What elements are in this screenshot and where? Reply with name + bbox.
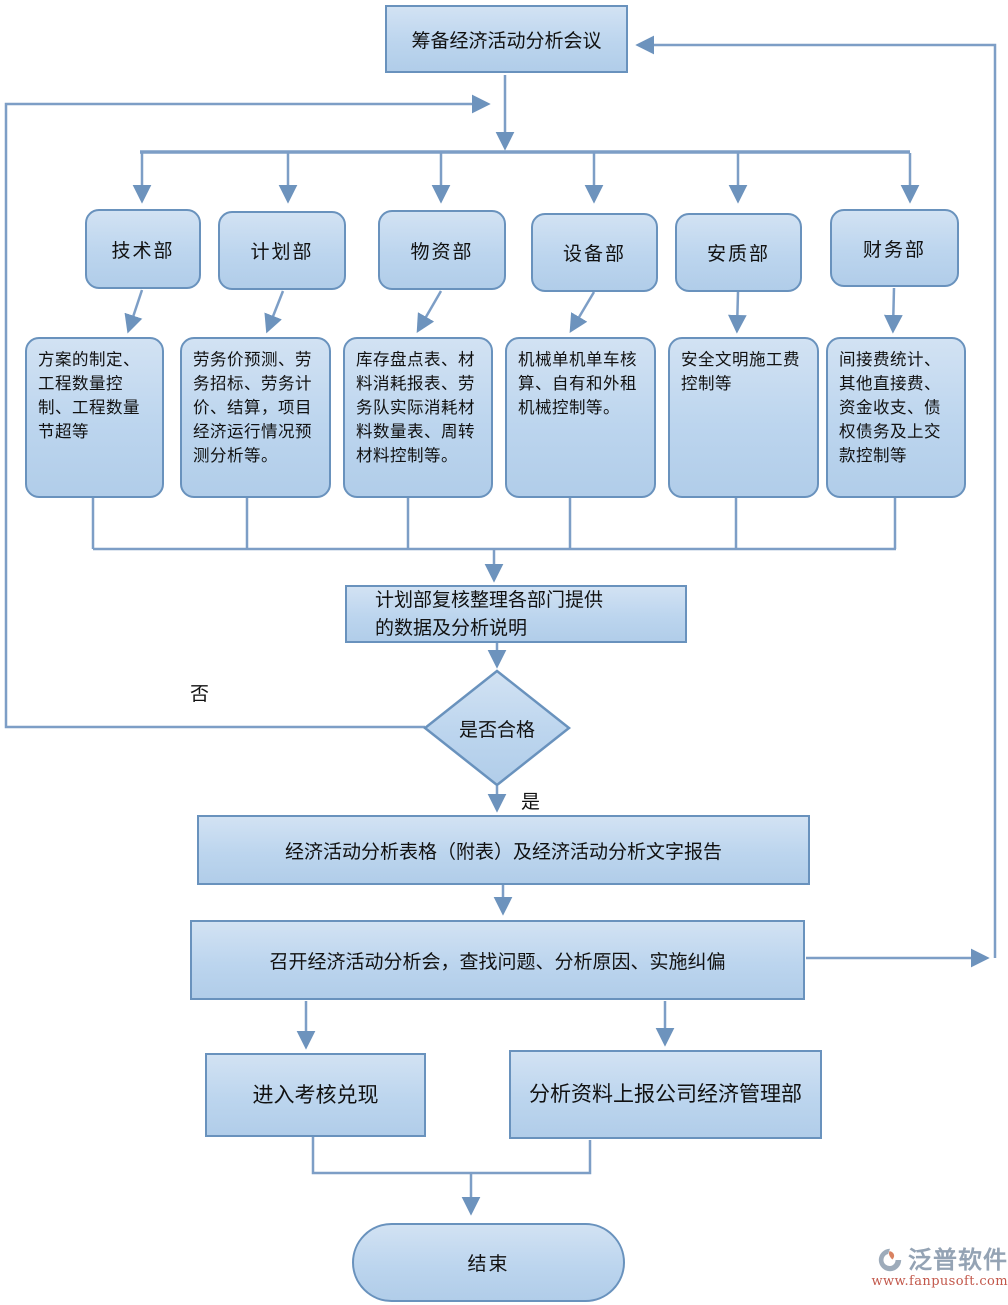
watermark-brand-text: 泛普软件	[908, 1244, 1008, 1274]
node-analysis-report: 经济活动分析表格（附表）及经济活动分析文字报告	[197, 815, 810, 885]
node-task-finance: 间接费统计、其他直接费、资金收支、债权债务及上交款控制等	[826, 337, 966, 498]
node-submit-to-company: 分析资料上报公司经济管理部	[509, 1050, 822, 1139]
prepare-to-departments-arrow	[132, 75, 920, 204]
merge-to-end-connector	[311, 1137, 592, 1216]
node-end-label: 结束	[467, 1253, 510, 1275]
node-assessment-label: 进入考核兑现	[252, 1082, 379, 1107]
node-task-planning: 劳务价预测、劳务招标、劳务计价、结算，项目经济运行情况预测分析等。	[180, 337, 331, 498]
node-dept-safety-quality: 安质部	[675, 213, 802, 292]
node-task-equipment: 机械单机单车核算、自有和外租机械控制等。	[505, 337, 656, 498]
task-materials-text: 库存盘点表、材料消耗报表、劳务队实际消耗材料数量表、周转材料控制等。	[356, 350, 475, 465]
node-dept-planning: 计划部	[218, 211, 346, 290]
node-prepare-meeting: 筹备经济活动分析会议	[385, 5, 628, 73]
meeting-return-loop-line	[635, 35, 997, 968]
task-planning-text: 劳务价预测、劳务招标、劳务计价、结算，项目经济运行情况预测分析等。	[193, 350, 312, 465]
node-task-safety-quality: 安全文明施工费控制等	[668, 337, 819, 498]
node-submit-to-company-label: 分析资料上报公司经济管理部	[529, 1082, 802, 1107]
decision-yes-label: 是	[521, 791, 541, 813]
dept-materials-label: 物资部	[410, 240, 474, 263]
node-task-technology: 方案的制定、工程数量控制、工程数量节超等	[25, 337, 164, 498]
dept-technology-label: 技术部	[111, 239, 175, 262]
node-end: 结束	[352, 1223, 625, 1302]
fanpu-logo-icon	[876, 1246, 904, 1274]
node-analysis-meeting: 召开经济活动分析会，查找问题、分析原因、实施纠偏	[190, 920, 805, 1000]
node-review-data: 计划部复核整理各部门提供的数据及分析说明	[345, 585, 687, 643]
node-assessment: 进入考核兑现	[205, 1053, 426, 1137]
node-prepare-meeting-label: 筹备经济活动分析会议	[411, 29, 602, 52]
node-dept-equipment: 设备部	[531, 213, 658, 292]
watermark-url-text: www.fanpusoft.com	[871, 1274, 1008, 1289]
dept-equipment-label: 设备部	[562, 243, 626, 265]
decision-no-label: 否	[190, 683, 210, 705]
dept-planning-label: 计划部	[250, 241, 314, 263]
node-review-data-label: 计划部复核整理各部门提供的数据及分析说明	[375, 588, 604, 640]
watermark: 泛普软件 www.fanpusoft.com	[852, 1246, 1008, 1289]
decision-label: 是否合格	[458, 718, 535, 741]
node-analysis-meeting-label: 召开经济活动分析会，查找问题、分析原因、实施纠偏	[269, 950, 726, 973]
no-branch-return-line	[4, 94, 491, 729]
node-dept-materials: 物资部	[378, 210, 506, 290]
tasks-to-review-connector	[91, 498, 897, 583]
task-technology-text: 方案的制定、工程数量控制、工程数量节超等	[38, 350, 140, 441]
decision-diamond-shape	[422, 669, 572, 787]
task-safety-quality-text: 安全文明施工费控制等	[681, 350, 800, 393]
task-finance-text: 间接费统计、其他直接费、资金收支、债权债务及上交款控制等	[839, 350, 941, 465]
node-analysis-report-label: 经济活动分析表格（附表）及经济活动分析文字报告	[284, 840, 722, 863]
node-dept-finance: 财务部	[830, 209, 959, 287]
node-dept-technology: 技术部	[85, 209, 201, 289]
dept-finance-label: 财务部	[862, 238, 926, 261]
node-task-materials: 库存盘点表、材料消耗报表、劳务队实际消耗材料数量表、周转材料控制等。	[343, 337, 493, 498]
dept-safety-quality-label: 安质部	[706, 243, 770, 265]
department-to-task-arrows	[124, 287, 903, 334]
task-equipment-text: 机械单机单车核算、自有和外租机械控制等。	[518, 350, 637, 417]
